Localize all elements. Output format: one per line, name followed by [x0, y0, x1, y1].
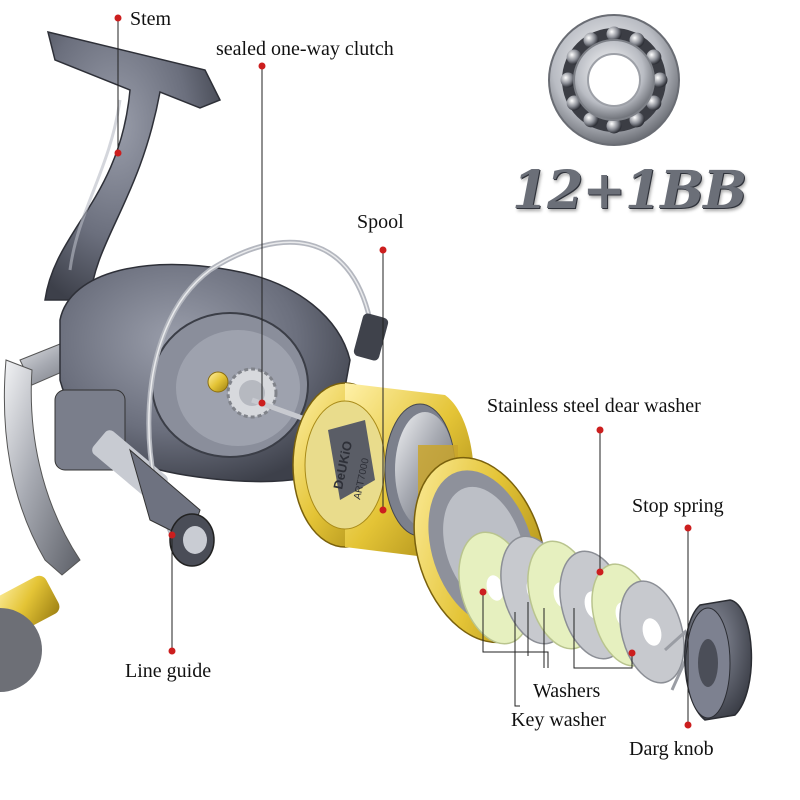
label-stop-spring: Stop spring [632, 495, 724, 517]
label-key-washer: Key washer [511, 709, 606, 731]
reel-stem [44, 30, 222, 301]
label-spool: Spool [357, 211, 404, 233]
bearing-ball [652, 72, 668, 88]
marker-dots [114, 14, 692, 729]
bearing-ball [560, 72, 576, 88]
label-stem: Stem [130, 8, 172, 30]
label-steel-washer: Stainless steel dear washer [487, 395, 701, 417]
label-drag-knob: Darg knob [629, 738, 714, 760]
ball-bearing [548, 14, 680, 146]
drag-knob [684, 599, 753, 721]
bearing-ball [606, 26, 622, 42]
label-washers: Washers [533, 680, 601, 702]
bearing-ball [606, 118, 622, 134]
leader-lines [117, 18, 689, 725]
line-guide-roller [129, 448, 215, 567]
spool [292, 382, 547, 644]
label-line-guide: Line guide [125, 660, 212, 682]
label-one-way-clutch: sealed one-way clutch [216, 38, 394, 60]
bearing-count-badge: 12+1BB [512, 160, 747, 221]
bail-wire [146, 239, 389, 542]
washer-stack [458, 531, 685, 684]
